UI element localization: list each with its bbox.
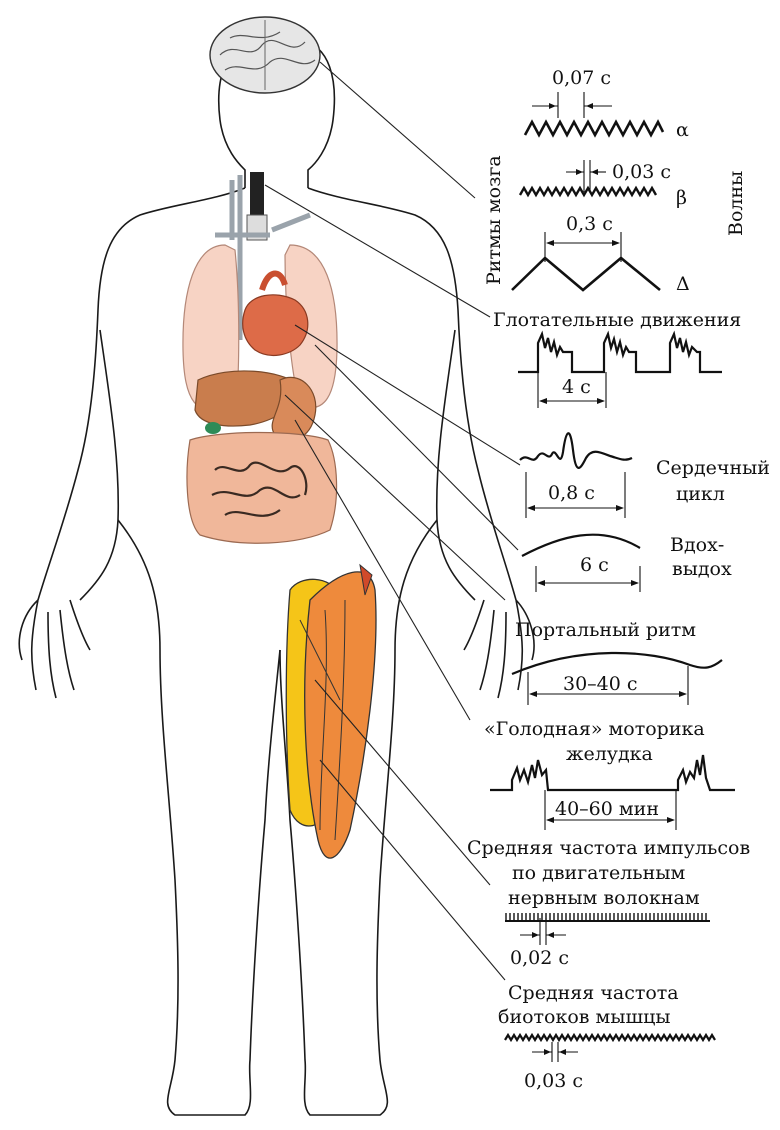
portal-trace <box>512 653 722 674</box>
delta-symbol: Δ <box>676 273 690 295</box>
swallowing-trace <box>518 334 722 372</box>
cardiac-period: 0,8 с <box>548 482 595 504</box>
beta-wave <box>520 188 656 195</box>
beta-wave-block: 0,03 с β <box>520 160 687 209</box>
nerve-period: 0,02 с <box>510 947 569 969</box>
breathing-block: 6 с Вдох- выдох <box>522 534 732 592</box>
portal-block: Портальный ритм 30–40 с <box>512 619 722 705</box>
delta-wave-block: 0,3 с Δ <box>512 213 690 295</box>
brain-rhythms-label: Ритмы мозга <box>483 155 505 285</box>
breathing-title-line2: выдох <box>672 558 732 580</box>
thigh-muscles <box>286 565 376 858</box>
delta-wave <box>512 258 660 290</box>
delta-period-label: 0,3 с <box>566 213 613 235</box>
beta-symbol: β <box>676 187 687 209</box>
nerve-title-line1: Средняя частота импульсов <box>467 837 750 859</box>
alpha-wave <box>525 122 663 135</box>
alpha-symbol: α <box>676 119 689 141</box>
cardiac-block: 0,8 с Сердечный цикл <box>520 433 770 518</box>
nerve-block: Средняя частота импульсов по двигательны… <box>467 837 750 969</box>
heart <box>243 295 308 356</box>
muscle-biocurrent-trace <box>505 1035 715 1040</box>
breathing-period: 6 с <box>580 554 609 576</box>
muscle-title-line1: Средняя частота <box>508 982 679 1004</box>
cardiac-title-line1: Сердечный <box>656 457 770 479</box>
hunger-period: 40–60 мин <box>555 798 659 820</box>
nerve-impulse-trace <box>506 913 706 921</box>
alpha-period-label: 0,07 с <box>552 67 611 89</box>
internal-organs <box>183 172 337 543</box>
cardiac-title-line2: цикл <box>676 483 725 505</box>
swallowing-title: Глотательные движения <box>493 309 741 331</box>
brain-icon <box>210 17 320 93</box>
waves-label: Волны <box>725 171 747 236</box>
hunger-title-line2: желудка <box>566 743 653 765</box>
swallowing-period: 4 с <box>562 376 591 398</box>
muscle-period: 0,03 с <box>524 1070 583 1092</box>
breathing-title-line1: Вдох- <box>670 534 724 556</box>
alpha-wave-block: 0,07 с α <box>525 67 689 141</box>
breathing-trace <box>522 535 640 556</box>
hunger-title-line1: «Голодная» моторика <box>484 718 705 740</box>
body-outline <box>19 40 534 1115</box>
muscle-block: Средняя частота биотоков мышцы 0,03 с <box>498 982 715 1092</box>
hunger-block: «Голодная» моторика желудка 40–60 мин <box>484 718 735 830</box>
beta-period-label: 0,03 с <box>612 161 671 183</box>
portal-title: Портальный ритм <box>515 619 696 641</box>
nerve-title-line2: по двигательным <box>512 862 685 884</box>
cardiac-trace <box>520 433 632 468</box>
muscle-title-line2: биотоков мышцы <box>498 1006 670 1028</box>
nerve-title-line3: нервным волокнам <box>508 887 700 909</box>
swallowing-block: Глотательные движения 4 с <box>493 309 741 408</box>
portal-period: 30–40 с <box>563 673 638 695</box>
